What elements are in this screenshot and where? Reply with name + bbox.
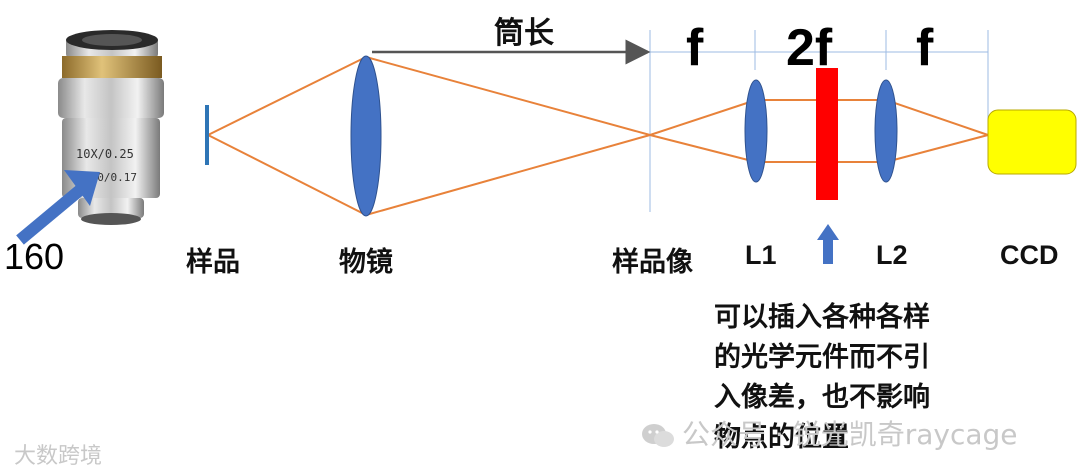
- lens-l1: [744, 79, 768, 183]
- watermark-right-text: 公众号 · 锐光凯奇raycage: [682, 418, 1018, 451]
- ccd-sensor: [987, 109, 1077, 175]
- lens-l2-label: L2: [876, 240, 908, 270]
- focal-label-right: f: [916, 19, 934, 77]
- sample-label: 样品: [186, 247, 240, 278]
- lens-l2: [874, 79, 898, 183]
- optical-element: [816, 68, 838, 200]
- objective-photo: 10X/0.25 160/0.17: [58, 30, 164, 225]
- objective-label: 物镜: [339, 247, 393, 278]
- insert-arrow: [817, 224, 839, 264]
- focal-label-left: f: [686, 19, 704, 77]
- tube-length-number: 160: [4, 236, 65, 277]
- watermark-left: 大数跨境: [14, 444, 103, 469]
- ccd-label: CCD: [1000, 240, 1059, 270]
- guide-lines: [649, 30, 989, 212]
- insertion-note: 可以插入各种各样 的光学元件而不引 入像差，也不影响 物点的位置: [714, 302, 930, 453]
- tube-length-arrow: [16, 170, 100, 245]
- lens-l1-label: L1: [745, 240, 777, 270]
- watermark-right: 公众号 · 锐光凯奇raycage: [640, 413, 1018, 453]
- sample-image-label: 样品像: [612, 247, 693, 278]
- focal-label-middle: 2f: [786, 19, 833, 77]
- objective-lens: [350, 55, 382, 217]
- tube-length-label: 筒长: [494, 16, 554, 51]
- light-rays: [207, 56, 989, 216]
- objective-magnification-text: 10X/0.25: [76, 147, 134, 161]
- wechat-icon: [640, 422, 676, 450]
